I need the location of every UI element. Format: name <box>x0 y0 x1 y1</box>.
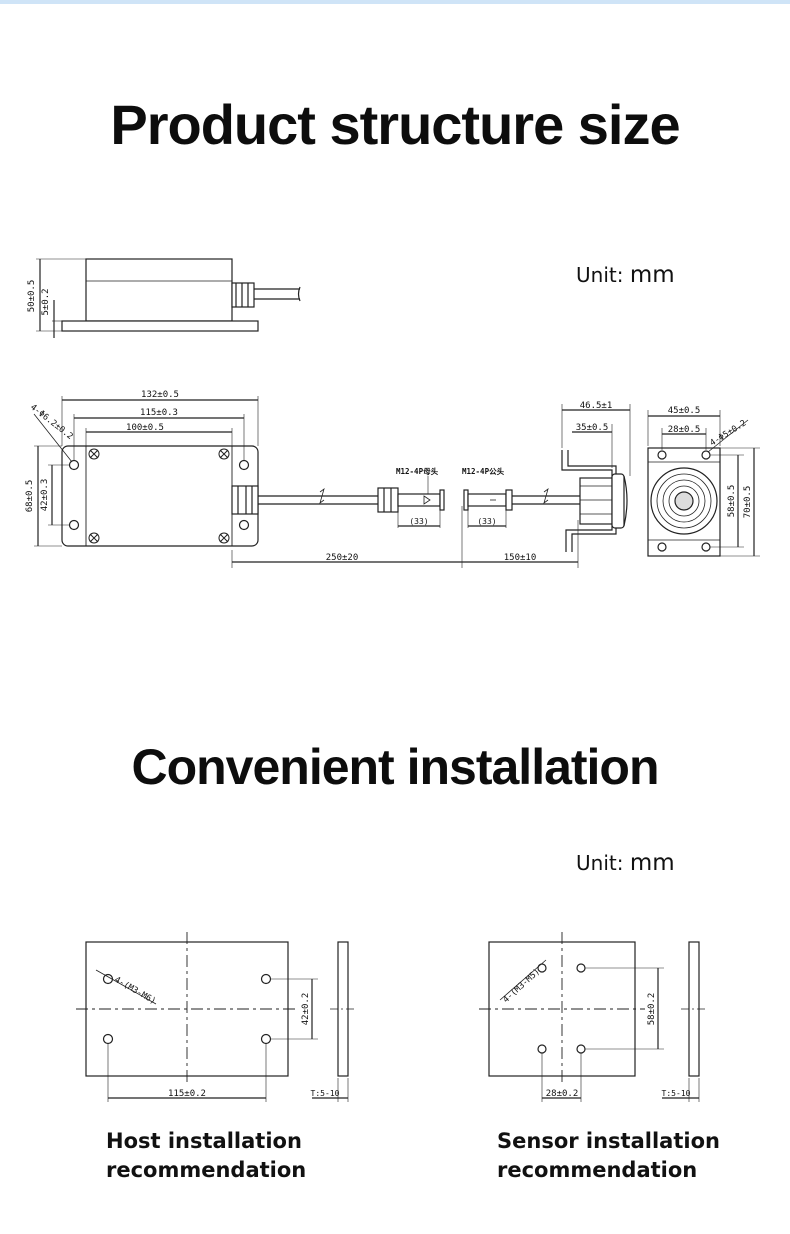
sensor-install-thickness: T:5-10 <box>662 1089 691 1098</box>
sensor-holes-dim: 4-Φ5±0.2 <box>708 418 748 448</box>
host-top-view: 132±0.5 115±0.3 100±0.5 4-Φ6.2±0.2 68±0.… <box>25 390 582 568</box>
side-base-dim: 5±0.2 <box>41 288 51 315</box>
sensor-hole-spacing-dim: 28±0.5 <box>668 425 701 435</box>
sensor-install-caption: Sensor installation recommendation <box>497 1129 720 1182</box>
overall-width-dim: 132±0.5 <box>141 390 179 400</box>
side-view: 50±0.5 5±0.2 <box>27 258 301 338</box>
host-install-drawing: 4-(M3-M6) 42±0.2 115±0.2 T:5-10 <box>76 932 356 1102</box>
sensor-height-inner-dim: 58±0.5 <box>727 485 737 518</box>
sensor-install-w-spacing: 28±0.2 <box>546 1089 579 1099</box>
hole-spacing-dim: 115±0.3 <box>140 408 178 418</box>
host-install-h-spacing: 42±0.2 <box>301 993 311 1026</box>
host-install-w-spacing: 115±0.2 <box>168 1089 206 1099</box>
sensor-cable-dim: 150±10 <box>504 553 537 563</box>
unit-label-1: Unit: mm <box>576 262 675 288</box>
hole-height-dim: 42±0.3 <box>40 479 50 512</box>
inner-width-dim: 100±0.5 <box>126 423 164 433</box>
unit-label-2: Unit: mm <box>576 850 675 876</box>
host-install-caption: Host installation recommendation <box>106 1129 307 1182</box>
sensor-depth-dim: 46.5±1 <box>580 401 613 411</box>
sensor-install-h-spacing: 58±0.2 <box>647 993 657 1026</box>
male-plug-length: (33) <box>477 517 496 526</box>
cable-length-dim: 250±20 <box>326 553 359 563</box>
overall-height-dim: 68±0.5 <box>25 480 35 513</box>
sensor-width-dim: 45±0.5 <box>668 406 701 416</box>
top-accent-bar <box>0 0 790 4</box>
sensor-bracket-dim: 35±0.5 <box>576 423 609 433</box>
sensor-install-drawing: 4-(M3-M5) 58±0.2 28±0.2 T:5-10 <box>479 932 707 1102</box>
host-install-thickness: T:5-10 <box>311 1089 340 1098</box>
female-plug-label: M12-4P母头 <box>396 466 439 476</box>
structure-title: Product structure size <box>110 93 680 156</box>
side-height-dim: 50±0.5 <box>27 280 37 313</box>
male-plug-label: M12-4P公头 <box>462 466 505 476</box>
sensor-front-view: 45±0.5 28±0.5 4-Φ5±0.2 58±0.5 70±0.5 <box>647 406 760 557</box>
female-plug-length: (33) <box>409 517 428 526</box>
sensor-side-view: 46.5±1 35±0.5 <box>561 401 631 552</box>
sensor-height-outer-dim: 70±0.5 <box>743 486 753 519</box>
installation-title: Convenient installation <box>131 739 659 795</box>
